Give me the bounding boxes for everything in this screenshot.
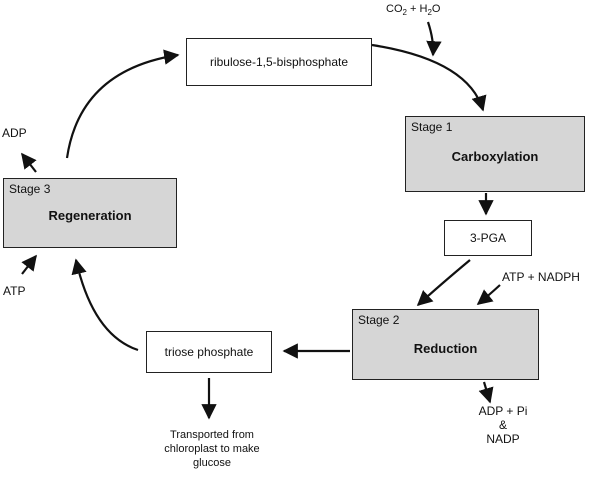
arrow-triose-to-stage3 [71,258,139,352]
stage2-name: Reduction [413,341,478,356]
stage1-box: Stage 1 Carboxylation [405,116,585,192]
stage3-name: Regeneration [48,208,132,223]
atp-label: ATP [3,284,26,298]
pga-label: 3-PGA [469,231,506,245]
triose-label: triose phosphate [164,345,254,359]
arrow-pga-to-stage2 [416,259,471,307]
stage1-tag: Stage 1 [411,120,453,134]
arrow-adp-out [21,152,37,173]
arrow-stage3-to-ribulose [65,49,180,159]
arrow-atp-nadph-in [476,284,501,305]
co2-h2o-input: CO2 + H2O [386,3,441,18]
stage2-outputs-label: ADP + Pi & NADP [478,404,528,446]
arrow-ribulose-to-stage1 [371,43,487,112]
stage2-box: Stage 2 Reduction [352,309,539,380]
ribulose-label: ribulose-1,5-bisphosphate [209,55,349,69]
atp-nadph-label: ATP + NADPH [502,270,580,284]
ribulose-box: ribulose-1,5-bisphosphate [186,38,372,86]
arrow-co2-in [426,21,442,57]
stage1-name: Carboxylation [451,149,539,164]
transport-note: Transported from chloroplast to make glu… [164,429,260,469]
adp-label: ADP [2,126,27,140]
arrow-atp-in [21,254,37,275]
triose-box: triose phosphate [146,331,272,373]
stage3-box: Stage 3 Regeneration [3,178,177,248]
arrow-stage2-outputs [478,381,494,404]
stage3-tag: Stage 3 [9,182,51,196]
pga-box: 3-PGA [444,220,532,256]
stage2-tag: Stage 2 [358,313,400,327]
